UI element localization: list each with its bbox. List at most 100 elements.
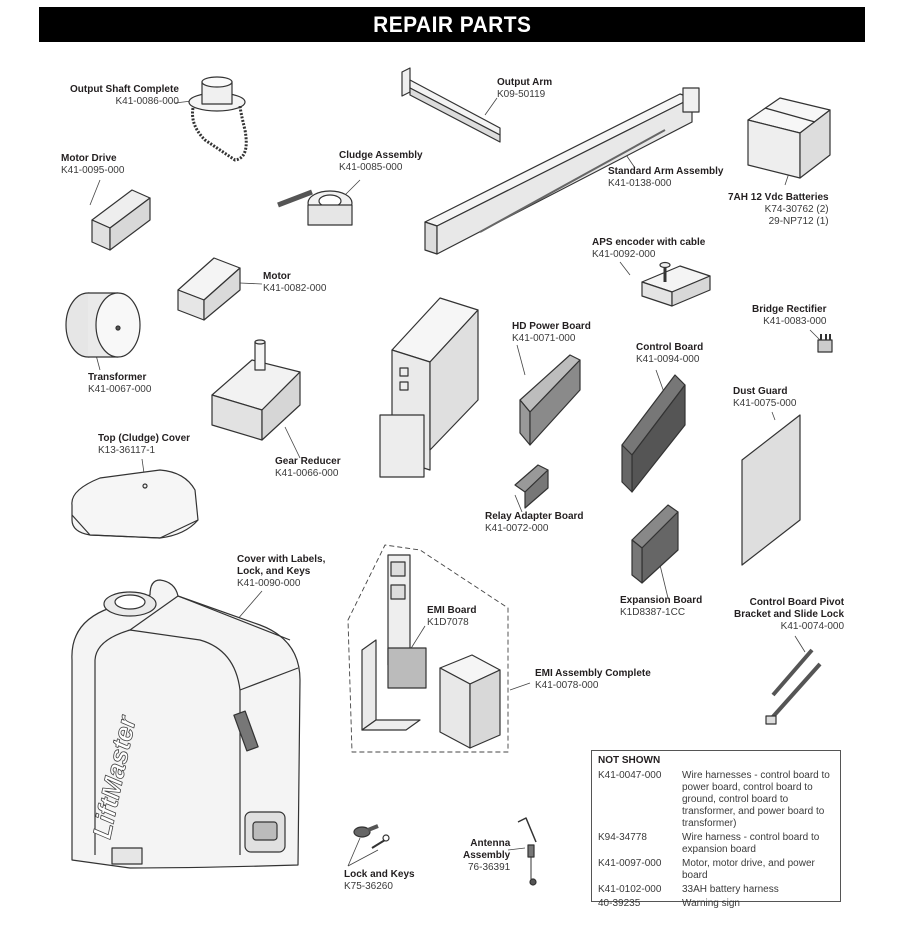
part-label-emi-assembly: EMI Assembly Complete K41-0078-000 <box>535 668 651 692</box>
part-number: K41-0085-000 <box>339 162 403 173</box>
part-name: Output Shaft Complete <box>70 84 179 95</box>
not-shown-desc: Wire harnesses - control board to power … <box>682 770 830 829</box>
part-label-hd-power-board: HD Power Board K41-0071-000 <box>512 321 591 345</box>
part-number: K41-0067-000 <box>88 384 152 395</box>
part-number: K74-30762 (2) <box>764 204 829 215</box>
part-number: K41-0074-000 <box>780 621 845 632</box>
dust-guard-illustration <box>741 414 801 566</box>
part-name: EMI Board <box>427 605 477 616</box>
section-header: REPAIR PARTS <box>39 7 865 42</box>
pivot-bracket-illustration <box>765 648 822 725</box>
output-arm-illustration <box>401 67 501 143</box>
part-number: K41-0083-000 <box>763 316 827 327</box>
part-label-motor: Motor K41-0082-000 <box>263 271 326 295</box>
part-name: Control Board <box>636 342 704 353</box>
part-name: Top (Cludge) Cover <box>98 433 191 444</box>
main-cover-illustration: LiftMaster <box>71 579 301 869</box>
not-shown-row: K94-34778 Wire harness - control board t… <box>598 832 834 856</box>
emi-enclosure-illustration <box>439 654 501 749</box>
part-number: K41-0094-000 <box>636 354 700 365</box>
part-name: Antenna <box>470 838 511 849</box>
part-label-dust-guard: Dust Guard K41-0075-000 <box>733 386 796 410</box>
part-label-main-cover: Cover with Labels, Lock, and Keys K41-00… <box>237 554 325 590</box>
part-name: Relay Adapter Board <box>485 511 584 522</box>
part-name: Cludge Assembly <box>339 150 423 161</box>
not-shown-row: K41-0097-000 Motor, motor drive, and pow… <box>598 858 834 882</box>
part-name: Gear Reducer <box>275 456 341 467</box>
part-number: K1D8387-1CC <box>620 607 686 618</box>
part-name: EMI Assembly Complete <box>535 668 651 679</box>
part-number: K09-50119 <box>497 89 546 100</box>
cludge-assembly-illustration <box>277 189 353 226</box>
part-label-output-arm: Output Arm K09-50119 <box>497 77 552 101</box>
not-shown-table: NOT SHOWN K41-0047-000 Wire harnesses - … <box>591 750 841 909</box>
part-label-gear-reducer: Gear Reducer K41-0066-000 <box>275 456 341 480</box>
batteries-illustration <box>747 97 831 179</box>
not-shown-desc: Warning sign <box>682 898 740 909</box>
part-name-line2: Assembly <box>463 850 511 861</box>
part-label-motor-drive: Motor Drive K41-0095-000 <box>61 153 124 177</box>
not-shown-part: K41-0097-000 <box>598 858 662 869</box>
not-shown-part: 40-39235 <box>598 898 641 909</box>
part-number: K1D7078 <box>427 617 469 628</box>
part-number: K41-0082-000 <box>263 283 327 294</box>
part-name-line2: Bracket and Slide Lock <box>734 609 845 620</box>
transformer-illustration <box>65 292 141 358</box>
part-number: K41-0071-000 <box>512 333 576 344</box>
part-name: APS encoder with cable <box>592 237 706 248</box>
part-label-standard-arm: Standard Arm Assembly K41-0138-000 <box>608 166 723 190</box>
not-shown-title: NOT SHOWN <box>598 755 661 766</box>
part-name-line2: Lock, and Keys <box>237 566 311 577</box>
lock-and-keys-illustration <box>353 824 390 849</box>
emi-assembly-outline <box>347 544 509 753</box>
part-number: K41-0095-000 <box>61 165 125 176</box>
not-shown-desc: 33AH battery harness <box>682 884 779 895</box>
part-name: Lock and Keys <box>344 869 415 880</box>
gear-reducer-illustration <box>211 339 301 441</box>
part-name: Output Arm <box>497 77 553 88</box>
motor-drive-illustration <box>91 189 151 251</box>
part-label-lock-and-keys: Lock and Keys K75-36260 <box>344 869 415 893</box>
not-shown-part: K41-0047-000 <box>598 770 662 781</box>
part-label-transformer: Transformer K41-0067-000 <box>88 372 151 396</box>
not-shown-row: K41-0102-000 33AH battery harness <box>598 884 834 896</box>
part-label-emi-board: EMI Board K1D7078 <box>427 605 476 629</box>
part-number: K75-36260 <box>344 881 393 892</box>
part-label-antenna: Antenna Assembly 76-36391 <box>463 838 510 874</box>
part-label-batteries: 7AH 12 Vdc Batteries K74-30762 (2) 29-NP… <box>728 192 829 228</box>
part-label-aps-encoder: APS encoder with cable K41-0092-000 <box>592 237 705 261</box>
antenna-illustration <box>517 817 537 886</box>
part-name: Cover with Labels, <box>237 554 326 565</box>
not-shown-desc: Motor, motor drive, and power board <box>682 858 815 881</box>
part-number: K41-0072-000 <box>485 523 549 534</box>
control-board-illustration <box>621 374 686 493</box>
part-name: HD Power Board <box>512 321 591 332</box>
part-name: Motor Drive <box>61 153 117 164</box>
part-name: Bridge Rectifier <box>752 304 827 315</box>
part-name: Control Board Pivot <box>749 597 845 608</box>
part-number: K13-36117-1 <box>98 445 156 456</box>
part-label-pivot-bracket: Control Board Pivot Bracket and Slide Lo… <box>734 597 844 633</box>
top-cover-illustration <box>71 469 199 539</box>
part-name: 7AH 12 Vdc Batteries <box>728 192 829 203</box>
not-shown-desc: Wire harness - control board to expansio… <box>682 832 820 855</box>
standard-arm-illustration <box>424 87 700 255</box>
expansion-board-illustration <box>631 504 679 584</box>
part-label-expansion-board: Expansion Board K1D8387-1CC <box>620 595 702 619</box>
emi-board-illustration <box>361 554 427 731</box>
not-shown-row: 40-39235 Warning sign <box>598 898 834 910</box>
part-number: K41-0086-000 <box>115 96 179 107</box>
section-title: REPAIR PARTS <box>372 11 532 37</box>
output-shaft-illustration <box>188 76 248 162</box>
bridge-rectifier-illustration <box>817 334 833 353</box>
part-number: K41-0066-000 <box>275 468 339 479</box>
part-label-top-cover: Top (Cludge) Cover K13-36117-1 <box>98 433 190 457</box>
part-name: Standard Arm Assembly <box>608 166 724 177</box>
part-number: K41-0090-000 <box>237 578 301 589</box>
part-label-output-shaft: Output Shaft Complete K41-0086-000 <box>70 84 179 108</box>
part-number-alt: 29-NP712 (1) <box>768 216 829 227</box>
part-label-relay-adapter-board: Relay Adapter Board K41-0072-000 <box>485 511 584 535</box>
part-name: Transformer <box>88 372 147 383</box>
part-number: K41-0138-000 <box>608 178 672 189</box>
